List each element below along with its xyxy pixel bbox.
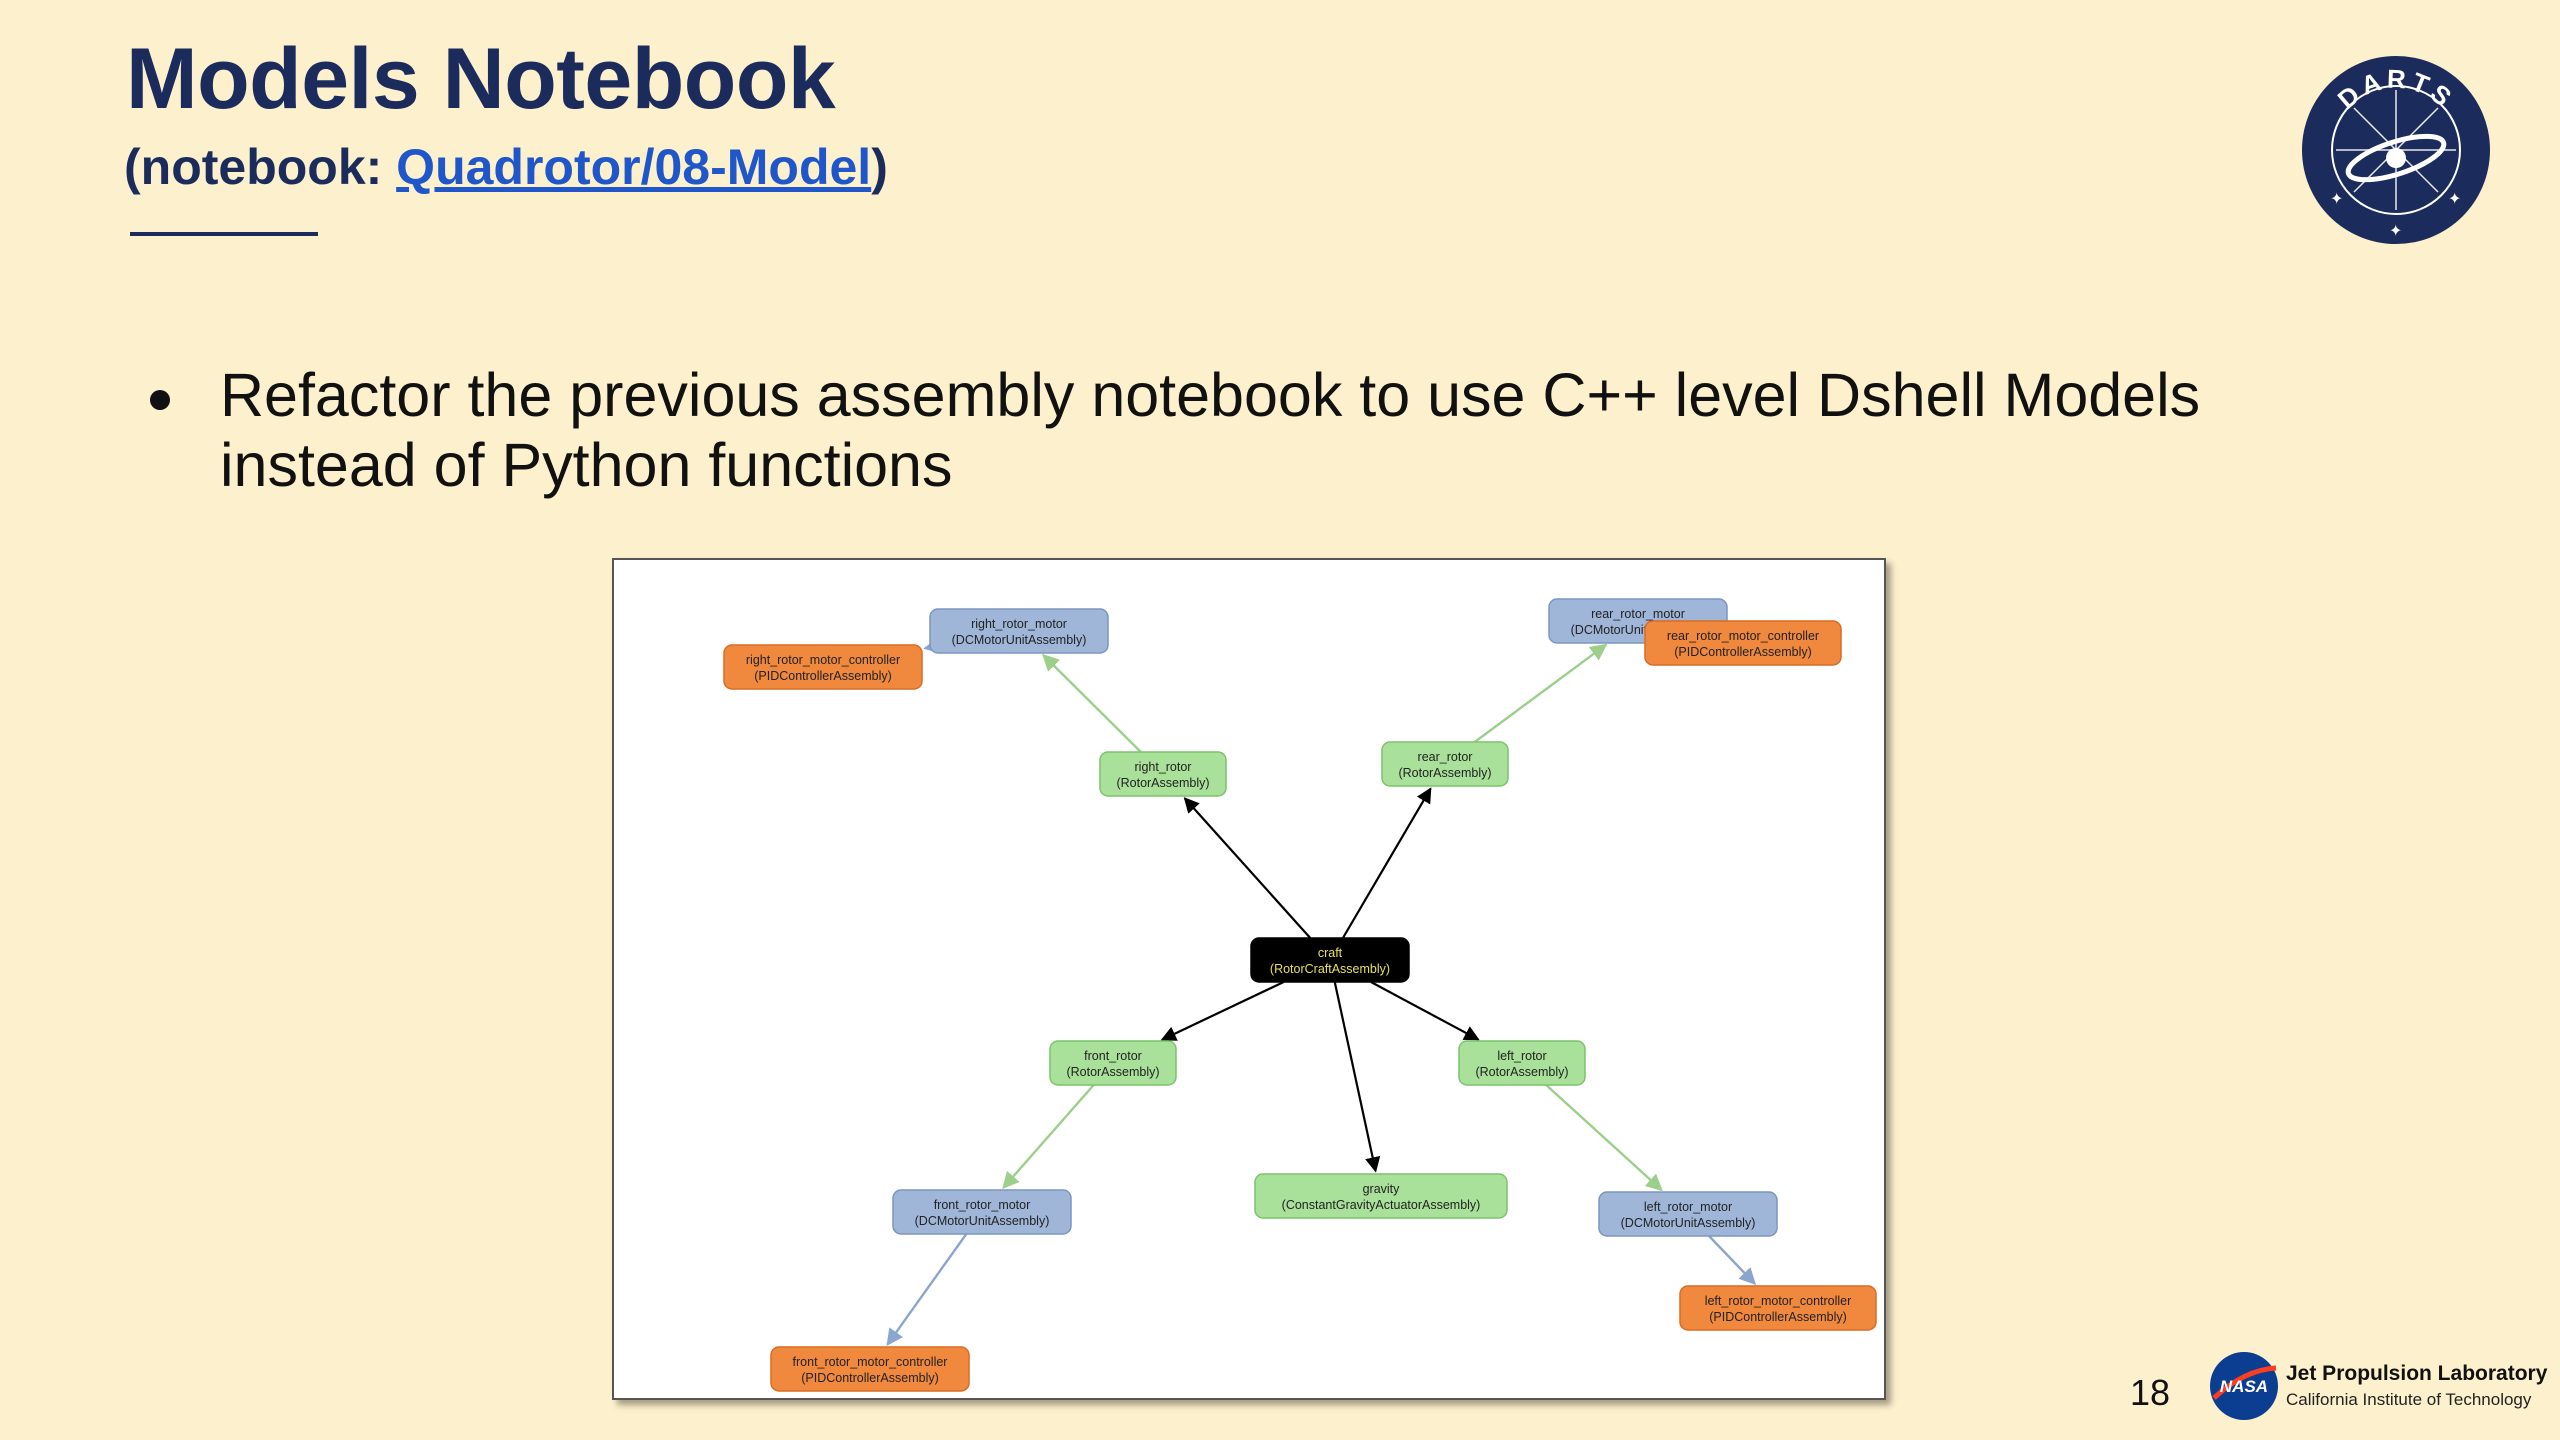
node-craft: craft (RotorCraftAssembly) (1250, 937, 1410, 983)
edge-right_rotor-to-right_rotor_motor (1042, 653, 1142, 753)
subtitle-suffix: ) (871, 139, 888, 195)
footer-org: Jet Propulsion Laboratory (2286, 1362, 2548, 1385)
edge-craft-to-rear_rotor (1341, 787, 1432, 939)
node-type-rear_rotor_motor_controller: (PIDControllerAssembly) (1674, 645, 1812, 659)
node-right_rotor: right_rotor (RotorAssembly) (1099, 751, 1227, 797)
node-type-front_rotor: (RotorAssembly) (1066, 1065, 1159, 1079)
node-box-front_rotor_motor (892, 1189, 1072, 1235)
node-name-left_rotor_motor: left_rotor_motor (1644, 1200, 1732, 1214)
edge-front_rotor_motor-to-front_rotor_motor_controller (886, 1233, 968, 1346)
node-type-front_rotor_motor: (DCMotorUnitAssembly) (915, 1214, 1050, 1228)
svg-text:✦: ✦ (2389, 221, 2402, 240)
node-box-front_rotor (1049, 1040, 1177, 1086)
node-name-front_rotor_motor_controller: front_rotor_motor_controller (793, 1355, 948, 1369)
node-left_rotor: left_rotor (RotorAssembly) (1458, 1040, 1586, 1086)
node-type-craft: (RotorCraftAssembly) (1270, 962, 1390, 976)
svg-text:✦: ✦ (2448, 189, 2461, 208)
notebook-link[interactable]: Quadrotor/08-Model (396, 139, 872, 195)
edge-craft-to-right_rotor (1183, 797, 1312, 939)
assembly-graph-svg: craft (RotorCraftAssembly) right_rotor (Rot… (723, 598, 1877, 1392)
node-right_rotor_motor: right_rotor_motor (DCMotorUnitAssembly) (929, 608, 1109, 654)
node-type-rear_rotor: (RotorAssembly) (1398, 766, 1491, 780)
node-right_rotor_motor_controller: right_rotor_motor_controller (PIDControll… (723, 644, 923, 690)
node-front_rotor: front_rotor (RotorAssembly) (1049, 1040, 1177, 1086)
slide-title: Models Notebook (126, 31, 836, 127)
node-box-rear_rotor (1381, 741, 1509, 787)
slide-subtitle: (notebook: Quadrotor/08-Model) (124, 138, 888, 196)
node-front_rotor_motor: front_rotor_motor (DCMotorUnitAssembly) (892, 1189, 1072, 1235)
node-name-craft: craft (1318, 946, 1343, 960)
node-box-right_rotor_motor_controller (723, 644, 923, 690)
edge-craft-to-front_rotor (1160, 981, 1285, 1041)
node-type-left_rotor_motor: (DCMotorUnitAssembly) (1621, 1216, 1756, 1230)
edge-craft-to-gravity (1333, 981, 1381, 1173)
node-box-left_rotor_motor (1598, 1191, 1778, 1237)
title-underline (130, 232, 318, 236)
node-box-left_rotor (1458, 1040, 1586, 1086)
node-type-right_rotor_motor: (DCMotorUnitAssembly) (952, 633, 1087, 647)
node-rear_rotor_motor_controller: rear_rotor_motor_controller (PIDControlle… (1644, 620, 1842, 666)
node-box-left_rotor_motor_controller (1679, 1285, 1877, 1331)
edge-left_rotor_motor-to-left_rotor_motor_controller (1708, 1235, 1757, 1286)
node-left_rotor_motor: left_rotor_motor (DCMotorUnitAssembly) (1598, 1191, 1778, 1237)
node-type-right_rotor_motor_controller: (PIDControllerAssembly) (754, 669, 892, 683)
node-box-right_rotor_motor (929, 608, 1109, 654)
node-rear_rotor: rear_rotor (RotorAssembly) (1381, 741, 1509, 787)
node-type-right_rotor: (RotorAssembly) (1116, 776, 1209, 790)
node-box-right_rotor (1099, 751, 1227, 797)
node-box-front_rotor_motor_controller (770, 1346, 970, 1392)
node-front_rotor_motor_controller: front_rotor_motor_controller (PIDControll… (770, 1346, 970, 1392)
node-name-front_rotor_motor: front_rotor_motor (934, 1198, 1031, 1212)
darts-logo: DARTS ✦ ✦ ✦ (2302, 56, 2490, 244)
node-name-right_rotor_motor_controller: right_rotor_motor_controller (746, 653, 900, 667)
subtitle-prefix: (notebook: (124, 139, 397, 195)
node-name-left_rotor_motor_controller: left_rotor_motor_controller (1705, 1294, 1852, 1308)
node-box-craft (1250, 937, 1410, 983)
node-type-left_rotor: (RotorAssembly) (1475, 1065, 1568, 1079)
node-gravity: gravity (ConstantGravityActuatorAssembly) (1254, 1173, 1508, 1219)
svg-text:✦: ✦ (2330, 189, 2343, 208)
node-name-left_rotor: left_rotor (1497, 1049, 1546, 1063)
node-type-gravity: (ConstantGravityActuatorAssembly) (1282, 1198, 1481, 1212)
bullet-text: Refactor the previous assembly notebook … (220, 361, 2201, 499)
node-name-rear_rotor: rear_rotor (1418, 750, 1473, 764)
node-name-rear_rotor_motor_controller: rear_rotor_motor_controller (1667, 629, 1819, 643)
node-name-front_rotor: front_rotor (1084, 1049, 1142, 1063)
edge-left_rotor-to-left_rotor_motor (1545, 1084, 1663, 1192)
node-name-right_rotor: right_rotor (1135, 760, 1192, 774)
node-box-gravity (1254, 1173, 1508, 1219)
node-type-front_rotor_motor_controller: (PIDControllerAssembly) (801, 1371, 939, 1385)
nasa-logo-text: NASA (2220, 1377, 2268, 1396)
bullet-marker (150, 390, 170, 410)
node-name-right_rotor_motor: right_rotor_motor (971, 617, 1067, 631)
edge-craft-to-left_rotor (1370, 981, 1480, 1041)
footer-sub: California Institute of Technology (2286, 1390, 2532, 1409)
node-name-rear_rotor_motor: rear_rotor_motor (1591, 607, 1685, 621)
node-name-gravity: gravity (1363, 1182, 1401, 1196)
assembly-graph: craft (RotorCraftAssembly) right_rotor (Rot… (612, 558, 1886, 1400)
nasa-logo: NASA (2210, 1352, 2278, 1420)
node-box-rear_rotor_motor_controller (1644, 620, 1842, 666)
edge-rear_rotor-to-rear_rotor_motor (1473, 643, 1608, 743)
edge-right_rotor_motor-to-right_rotor_motor_controller (923, 637, 942, 654)
node-type-left_rotor_motor_controller: (PIDControllerAssembly) (1709, 1310, 1847, 1324)
edge-front_rotor-to-front_rotor_motor (1002, 1084, 1095, 1190)
node-left_rotor_motor_controller: left_rotor_motor_controller (PIDControlle… (1679, 1285, 1877, 1331)
page-number: 18 (2130, 1372, 2171, 1413)
